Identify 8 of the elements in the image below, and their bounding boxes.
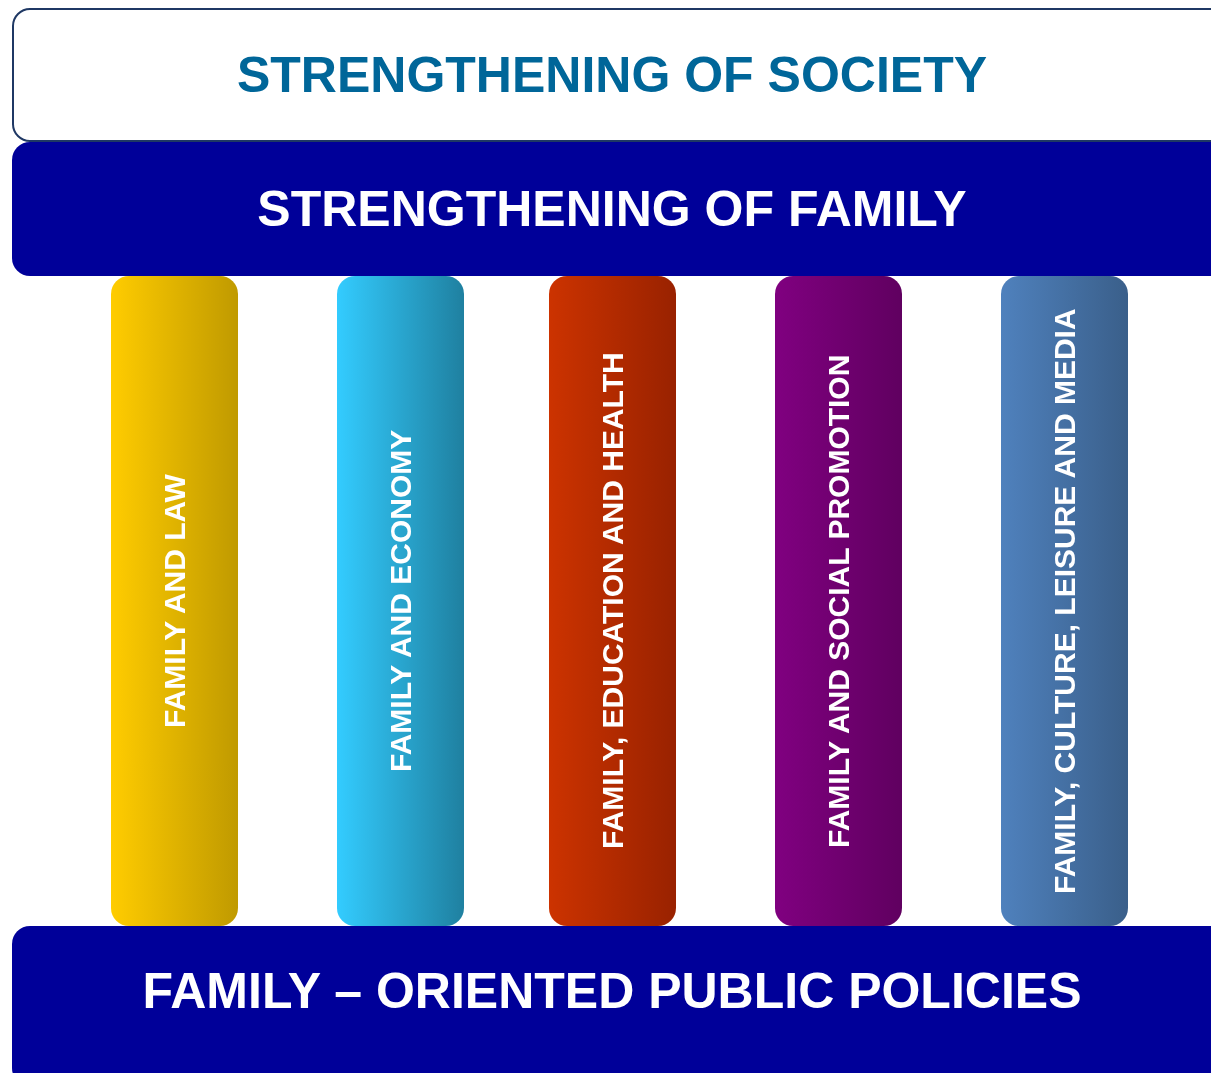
beam-banner: STRENGTHENING OF FAMILY bbox=[12, 142, 1211, 276]
pillar: FAMILY AND SOCIAL PROMOTION bbox=[775, 276, 902, 926]
pillar: FAMILY, EDUCATION AND HEALTH bbox=[549, 276, 676, 926]
pillar: FAMILY, CULTURE, LEISURE AND MEDIA bbox=[1001, 276, 1128, 926]
base-banner: FAMILY – ORIENTED PUBLIC POLICIES bbox=[12, 926, 1211, 1073]
roof-banner: STRENGTHENING OF SOCIETY bbox=[12, 8, 1211, 142]
pillar: FAMILY AND ECONOMY bbox=[337, 276, 464, 926]
pillar: FAMILY AND LAW bbox=[111, 276, 238, 926]
